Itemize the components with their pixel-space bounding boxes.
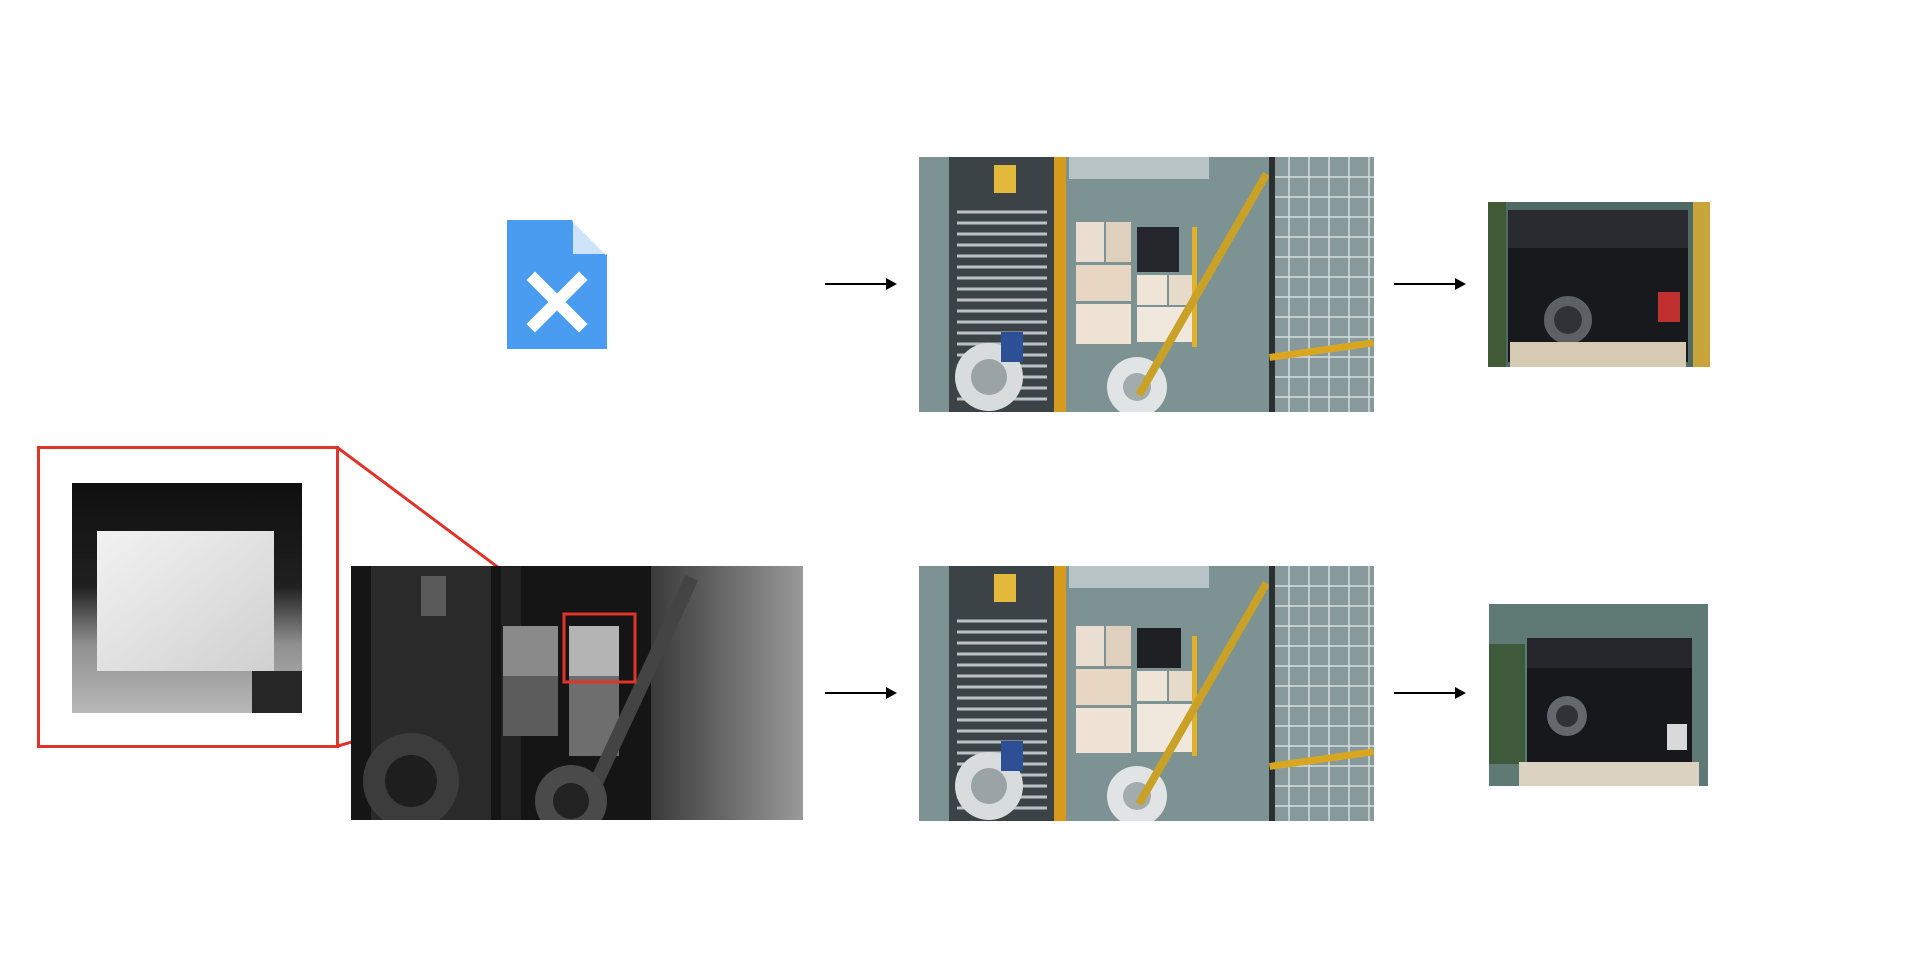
- arrow-icon: [825, 687, 897, 699]
- rgb-scene-image: [919, 566, 1374, 821]
- depth-zoom-frame: [37, 446, 339, 748]
- file-missing-icon: [507, 218, 609, 349]
- cropped-object: [1488, 202, 1710, 367]
- arrow-icon: [1394, 687, 1466, 699]
- rgb-scene-image: [919, 157, 1374, 412]
- depth-zoom-patch: [72, 483, 302, 713]
- arrow-icon: [825, 278, 897, 290]
- depth-map: [351, 566, 803, 820]
- cropped-object: [1489, 604, 1708, 786]
- arrow-icon: [1394, 278, 1466, 290]
